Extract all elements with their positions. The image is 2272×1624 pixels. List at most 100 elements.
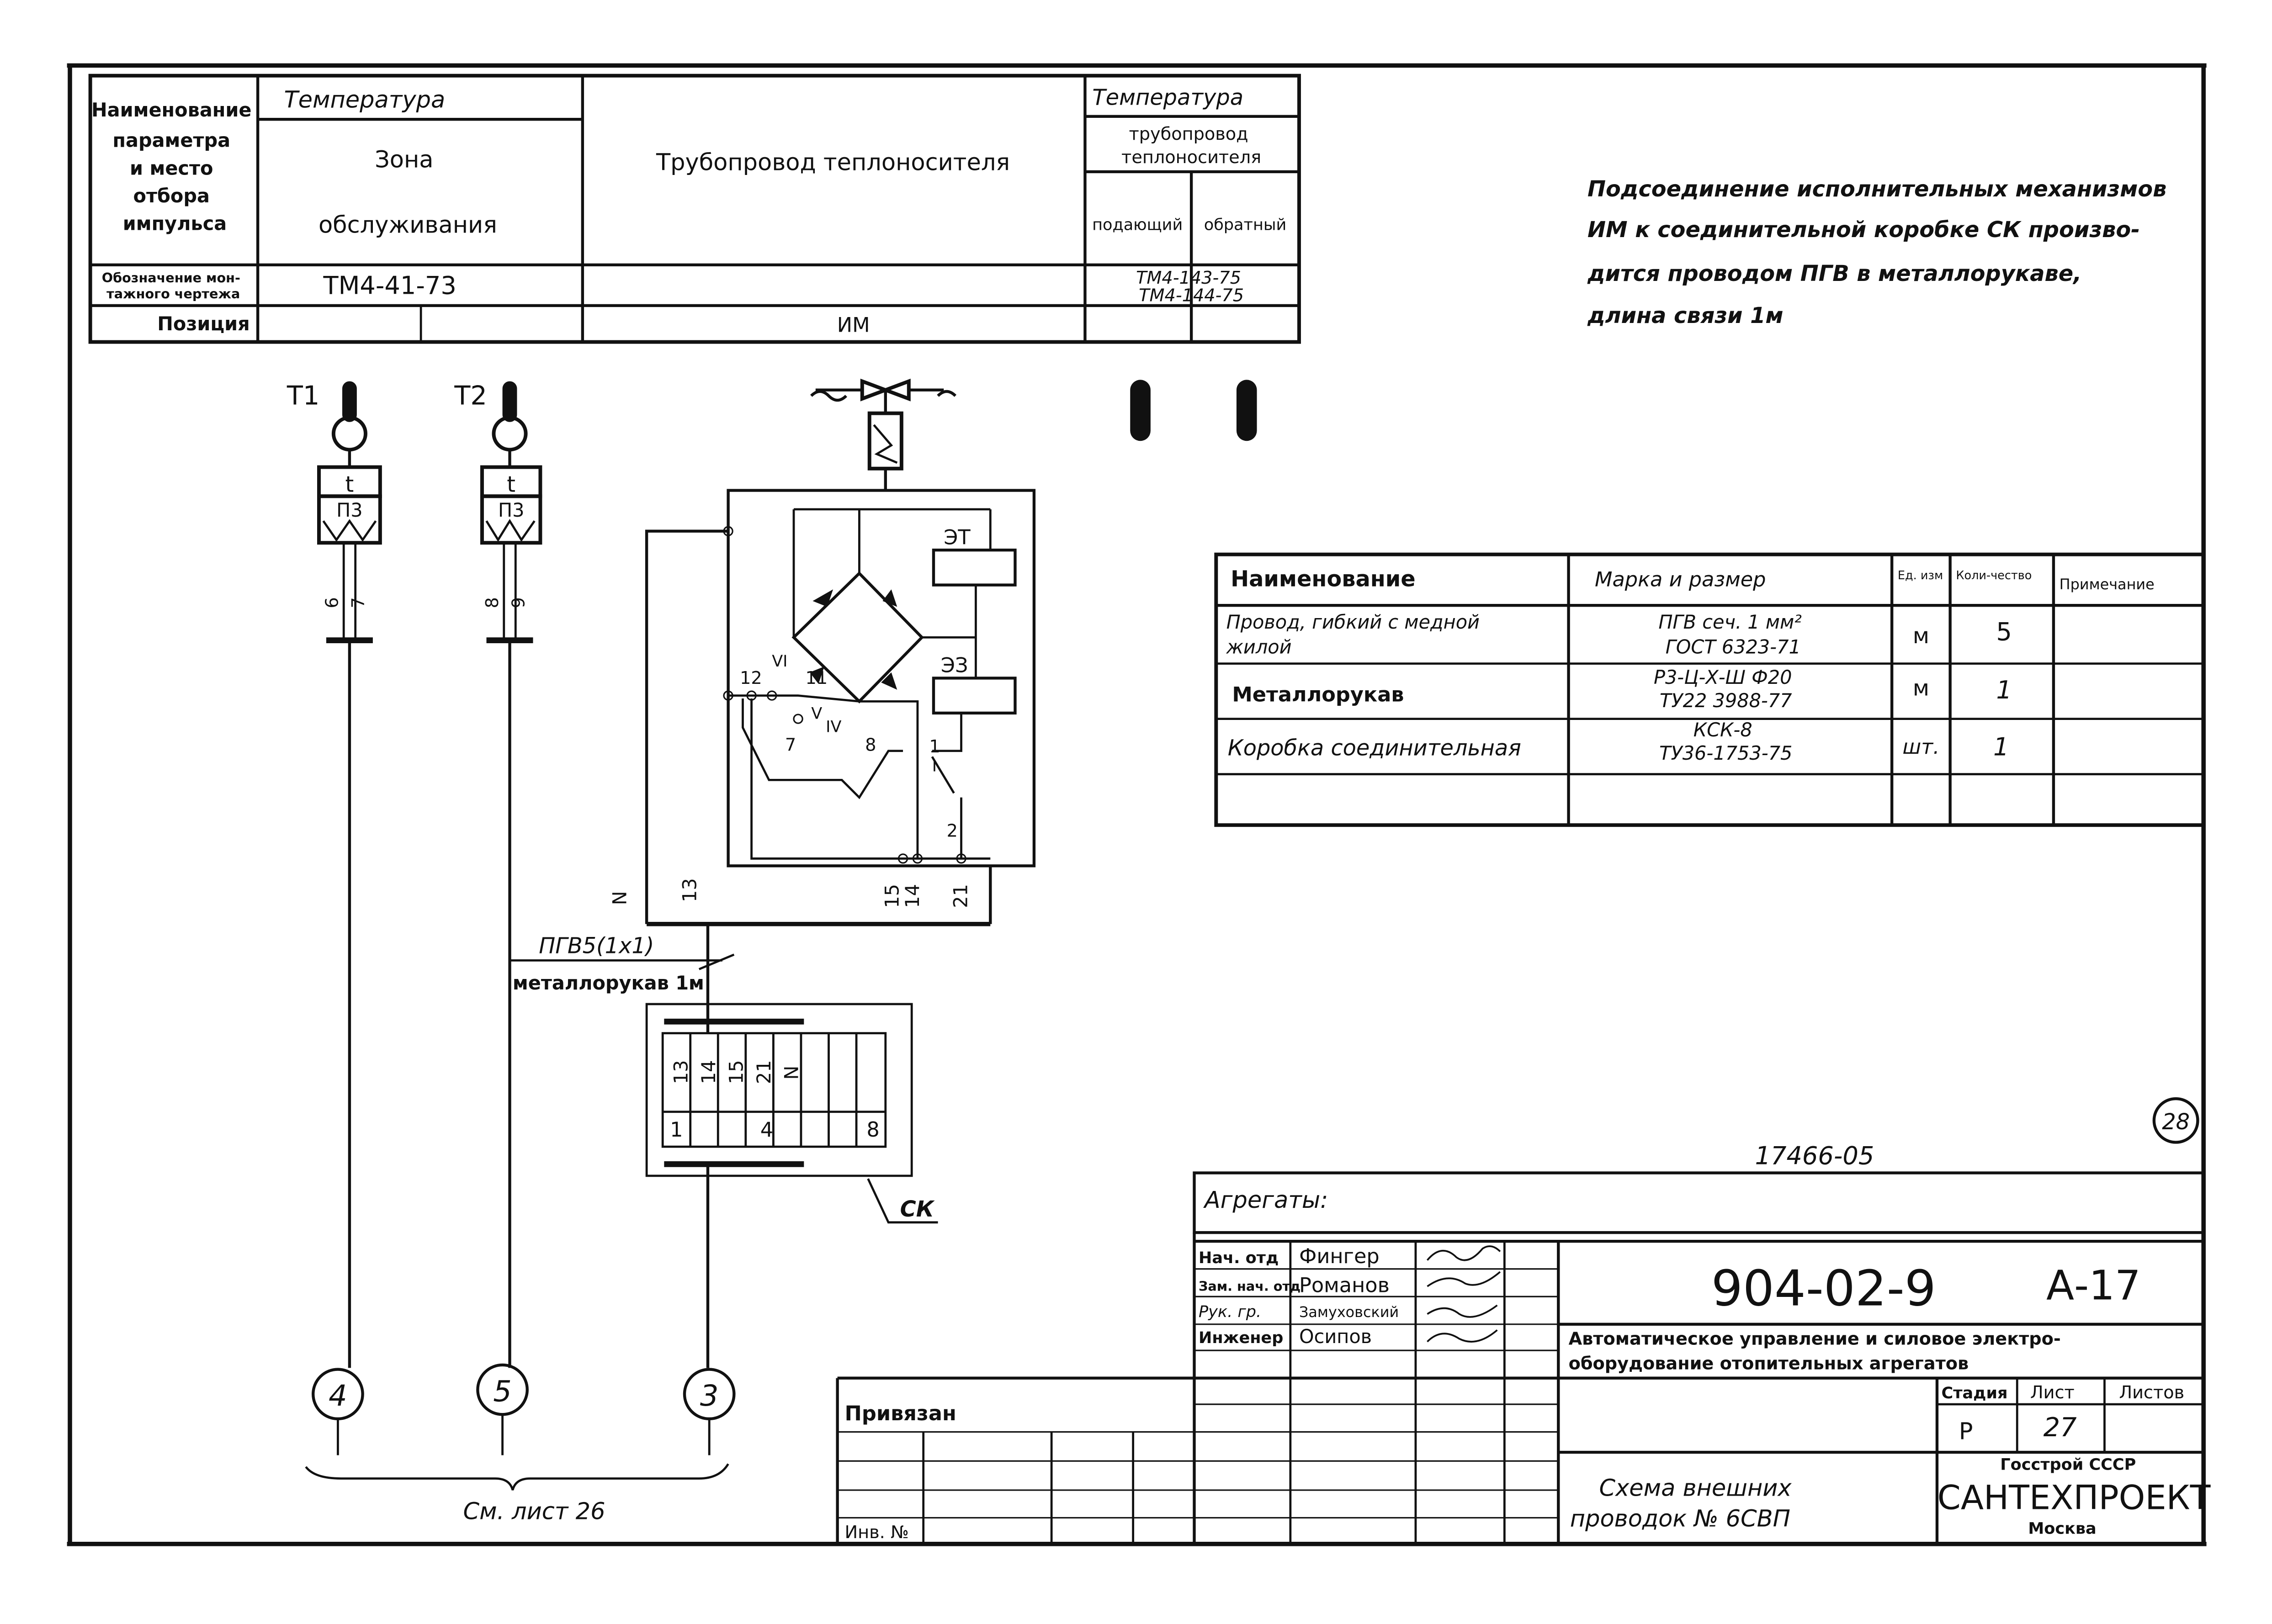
- sensor-t2: Т2 t П3 8 9: [454, 381, 542, 1368]
- org-ministry: Госстрой СССР: [2000, 1455, 2136, 1474]
- project-code: 904-02-9: [1711, 1259, 1936, 1317]
- signature-name: Фингер: [1299, 1244, 1380, 1268]
- sheet-value: 27: [2044, 1412, 2077, 1443]
- temp1-zone: Зона обслуживания: [319, 146, 497, 238]
- title-block: 28 17466-05 Агрегаты: Нач. отд Фингер За…: [836, 1097, 2211, 1544]
- terminal-label: IV: [826, 717, 841, 736]
- relay-label: ЭЗ: [941, 654, 968, 677]
- control-unit: ЭТ ЭЗ 12 VI 11 V IV 7 8 I 1 2 N 13 15 14…: [609, 489, 1036, 926]
- box-label: СК: [900, 1197, 935, 1222]
- temp2-return: обратный: [1204, 215, 1287, 234]
- box-terminal: 13: [670, 1060, 692, 1084]
- sensor-box: П3: [498, 499, 524, 521]
- spec-header: Наименование: [1231, 567, 1416, 592]
- signature-name: Замуховский: [1299, 1303, 1399, 1321]
- project-title: Автоматическое управление и силовое элек…: [1569, 1329, 2067, 1374]
- sensor-symbol: t: [345, 472, 354, 497]
- terminal-label: 11: [806, 668, 828, 688]
- spec-name: Металлорукав: [1232, 682, 1404, 706]
- spec-qty: 5: [1996, 618, 2012, 646]
- continuation: 4 5 3 См. лист 26: [305, 1363, 736, 1525]
- bus-wire-label: 13: [679, 878, 701, 902]
- bus-wire-label: 15: [881, 884, 903, 908]
- signature-name: Осипов: [1299, 1326, 1372, 1348]
- signature-role: Зам. нач. отд: [1199, 1279, 1301, 1294]
- privyazan-label: Привязан: [845, 1402, 956, 1425]
- sensor-box: П3: [336, 499, 362, 521]
- signature-role: Инженер: [1199, 1328, 1283, 1347]
- sensor-plugs: [1130, 380, 1257, 441]
- signature-name: Романов: [1299, 1274, 1390, 1297]
- signature-role: Рук. гр.: [1199, 1302, 1261, 1321]
- box-terminal: 8: [866, 1118, 879, 1142]
- circle-label: 4: [329, 1379, 347, 1413]
- drawing-ref-header: Обозначение мон- тажного чертежа: [102, 270, 245, 302]
- terminal-label: I: [932, 756, 937, 775]
- org-name: САНТЕХПРОЕКТ: [1938, 1478, 2211, 1517]
- signature-role: Нач. отд: [1199, 1248, 1279, 1267]
- spec-header: Примечание: [2060, 576, 2155, 593]
- spec-name: Провод, гибкий с медной жилой: [1226, 611, 1486, 658]
- temp2-sub: трубопровод теплоносителя: [1121, 124, 1261, 168]
- bus-wire-label: 21: [950, 884, 971, 908]
- spec-qty: 1: [1996, 676, 2012, 704]
- bus-wire-label: N: [609, 891, 631, 905]
- pipeline-title: Трубопровод теплоносителя: [656, 149, 1010, 176]
- org-city: Москва: [2028, 1519, 2096, 1538]
- spec-mark: ПГВ сеч. 1 мм² ГОСТ 6323-71: [1658, 611, 1808, 658]
- sheets-header: Листов: [2119, 1383, 2184, 1403]
- terminal-label: 7: [785, 735, 796, 756]
- sensor-t1: Т1 t П3 6 7: [287, 381, 382, 1368]
- connection-note: Подсоединение исполнительных механизмов …: [1587, 177, 2174, 328]
- spec-mark: Р3-Ц-Х-Ш Ф20 ТУ22 3988-77: [1654, 667, 1798, 712]
- spec-mark: КСК-8 ТУ36-1753-75: [1659, 719, 1792, 764]
- circle-label: 3: [700, 1379, 719, 1413]
- temp1-drawing-ref: ТМ4-41-73: [323, 271, 457, 300]
- terminal-label: 2: [947, 821, 958, 841]
- sensor-label: Т2: [454, 381, 487, 411]
- album-code: А-17: [2046, 1262, 2141, 1310]
- wire-number: 7: [349, 597, 369, 608]
- wire-number: 6: [322, 597, 342, 608]
- spec-unit: шт.: [1902, 735, 1939, 759]
- temp1-title: Температура: [284, 87, 446, 114]
- param-row-header: Наименование параметра и место отбора им…: [91, 99, 258, 234]
- see-sheet: См. лист 26: [463, 1498, 605, 1525]
- spec-unit: м: [1913, 624, 1929, 649]
- sheet-header: Лист: [2030, 1383, 2075, 1403]
- param-table: Наименование параметра и место отбора им…: [88, 74, 1301, 344]
- spec-name: Коробка соединительная: [1228, 735, 1521, 761]
- drawing-title: Схема внешних проводок № 6СВП: [1570, 1475, 1799, 1533]
- terminal-label: 1: [929, 737, 940, 757]
- stage-value: Р: [1959, 1418, 1973, 1445]
- temp2-title: Температура: [1092, 85, 1243, 110]
- spec-header: Марка и размер: [1595, 568, 1766, 592]
- sheet-circle: 28: [2162, 1110, 2190, 1135]
- inventory-number-label: Инв. №: [845, 1523, 909, 1543]
- terminal-label: 8: [865, 735, 876, 756]
- temp2-drawing-ref: ТМ4-143-75 ТМ4-144-75: [1136, 268, 1247, 306]
- wire-number: 9: [509, 597, 529, 608]
- box-terminal: 21: [753, 1060, 775, 1084]
- box-terminal: 15: [725, 1060, 747, 1084]
- sensor-symbol: t: [507, 472, 515, 497]
- cable-and-box: ПГВ5(1х1) металлорукав 1м 13 14 15 21 N …: [510, 924, 938, 1368]
- spec-qty: 1: [1993, 732, 2009, 761]
- terminal-label: VI: [772, 652, 787, 671]
- terminal-label: 12: [740, 668, 762, 688]
- sensor-label: Т1: [287, 381, 320, 411]
- cable-label: ПГВ5(1х1): [539, 934, 654, 959]
- bus-wire-label: 14: [902, 884, 924, 908]
- spec-header: Ед. изм: [1898, 569, 1943, 582]
- box-terminal: 14: [698, 1060, 720, 1084]
- spec-unit: м: [1913, 676, 1929, 701]
- frame: [67, 63, 2207, 1546]
- terminal-label: V: [811, 704, 822, 723]
- sleeve-label: металлорукав 1м: [513, 972, 704, 994]
- spec-table: Наименование Марка и размер Ед. изм Коли…: [1214, 552, 2206, 827]
- box-terminal: 4: [760, 1118, 773, 1142]
- stage-header: Стадия: [1942, 1384, 2008, 1402]
- aggregates-label: Агрегаты:: [1203, 1187, 1328, 1214]
- circle-label: 5: [493, 1375, 512, 1409]
